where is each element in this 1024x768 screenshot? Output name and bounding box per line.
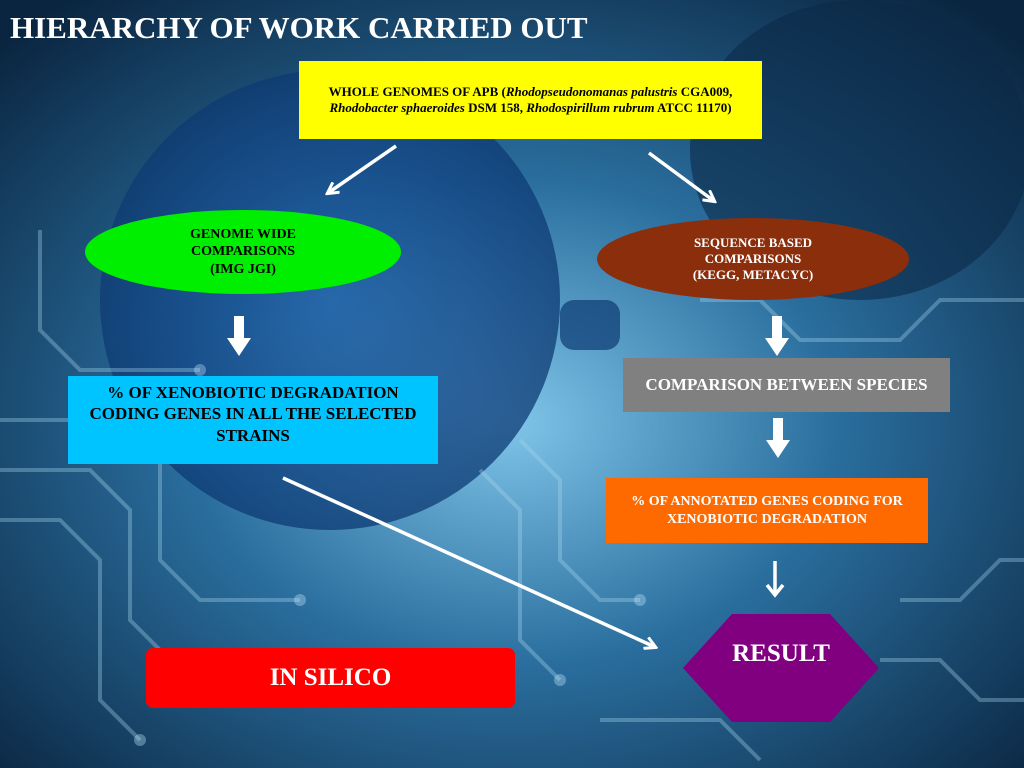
genome-wide-line1: GENOME WIDE xyxy=(190,226,296,242)
in-silico-box: IN SILICO xyxy=(146,648,515,708)
page-title: HIERARCHY OF WORK CARRIED OUT xyxy=(10,10,588,45)
genome-wide-line3: (IMG JGI) xyxy=(210,261,276,277)
annotated-genes-text: % OF ANNOTATED GENES CODING FOR XENOBIOT… xyxy=(631,494,903,527)
in-silico-text: IN SILICO xyxy=(269,664,392,692)
species-rhodospirillum: Rhodospirillum rubrum xyxy=(526,100,655,115)
genomes-label: WHOLE GENOMES OF APB ( xyxy=(328,83,506,99)
whole-genomes-box: WHOLE GENOMES OF APB (Rhodopseudonomanas… xyxy=(299,61,762,139)
sequence-line3: (KEGG, METACYC) xyxy=(692,267,814,283)
sequence-based-comparisons-ellipse: SEQUENCE BASED COMPARISONS (KEGG, METACY… xyxy=(597,218,909,300)
comparison-between-species-box: COMPARISON BETWEEN SPECIES xyxy=(623,358,950,412)
species-rhodopseudomonas: Rhodopseudonomanas palustris xyxy=(505,83,678,99)
result-hexagon: RESULT xyxy=(683,614,879,722)
xenobiotic-percent-box: % OF XENOBIOTIC DEGRADATION CODING GENES… xyxy=(68,376,438,464)
result-text: RESULT xyxy=(732,640,830,667)
genome-wide-line2: COMPARISONS xyxy=(191,244,295,260)
xenobiotic-percent-text: % OF XENOBIOTIC DEGRADATION CODING GENES… xyxy=(89,383,417,445)
strain-cga009: CGA009, xyxy=(677,83,733,99)
sequence-line2: COMPARISONS xyxy=(704,250,802,266)
annotated-genes-box: % OF ANNOTATED GENES CODING FOR XENOBIOT… xyxy=(606,478,928,543)
sequence-line1: SEQUENCE BASED xyxy=(693,234,813,250)
genome-wide-comparisons-ellipse: GENOME WIDE COMPARISONS (IMG JGI) xyxy=(85,210,401,294)
comparison-species-text: COMPARISON BETWEEN SPECIES xyxy=(645,375,928,395)
genomes-close-paren: ) xyxy=(727,100,732,115)
strain-atcc11170: ATCC 11170 xyxy=(654,100,728,115)
species-rhodobacter: Rhodobacter sphaeroides xyxy=(329,100,465,115)
strain-dsm158: DSM 158, xyxy=(464,100,527,115)
